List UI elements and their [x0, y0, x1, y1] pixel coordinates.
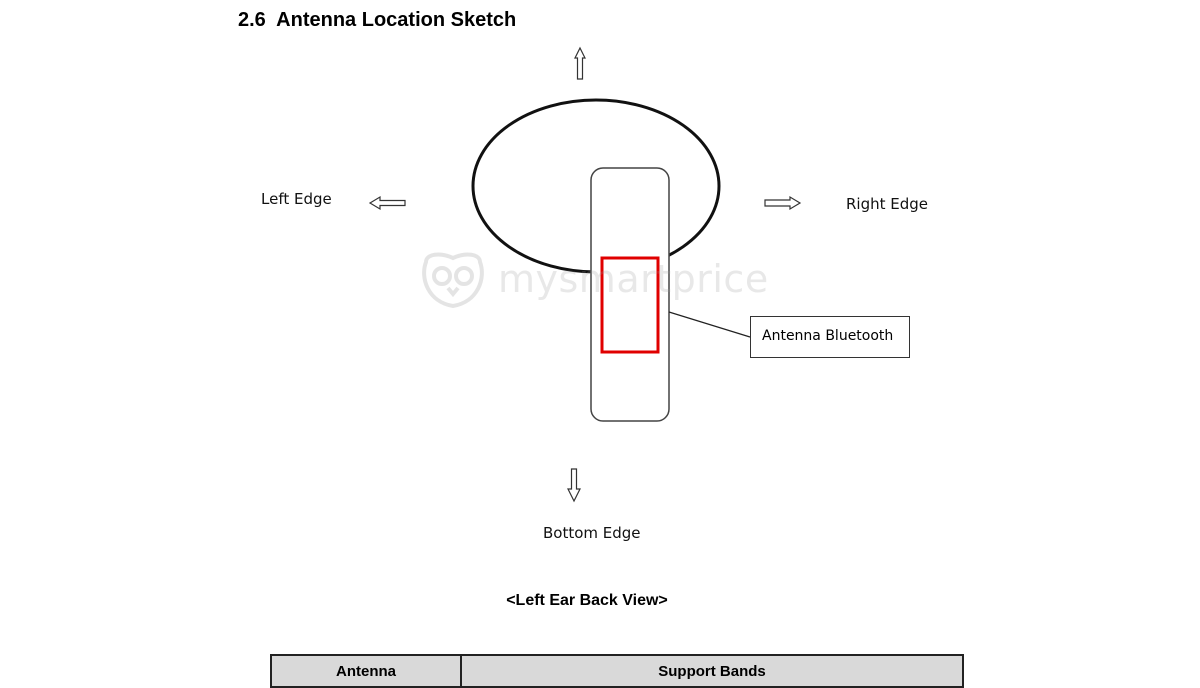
- antenna-bands-table: Antenna Support Bands: [270, 654, 964, 688]
- support-bands-column-header: Support Bands: [460, 654, 964, 688]
- antenna-bluetooth-callout: Antenna Bluetooth: [750, 316, 910, 358]
- bottom-edge-label: Bottom Edge: [543, 524, 641, 542]
- antenna-column-header: Antenna: [270, 654, 462, 688]
- arrow-left-icon: [368, 195, 406, 211]
- arrow-right-icon: [764, 195, 802, 211]
- table-header-row: Antenna Support Bands: [270, 654, 964, 688]
- antenna-bluetooth-marker: [600, 256, 660, 354]
- view-caption: <Left Ear Back View>: [506, 592, 668, 609]
- left-edge-label: Left Edge: [261, 190, 332, 208]
- section-title: 2.6 Antenna Location Sketch: [238, 9, 517, 31]
- arrow-down-icon: [567, 468, 581, 503]
- earbud-stem: [590, 167, 670, 422]
- right-edge-label: Right Edge: [846, 195, 929, 213]
- arrow-up-icon: [574, 46, 586, 80]
- callout-leader-line: [668, 311, 751, 338]
